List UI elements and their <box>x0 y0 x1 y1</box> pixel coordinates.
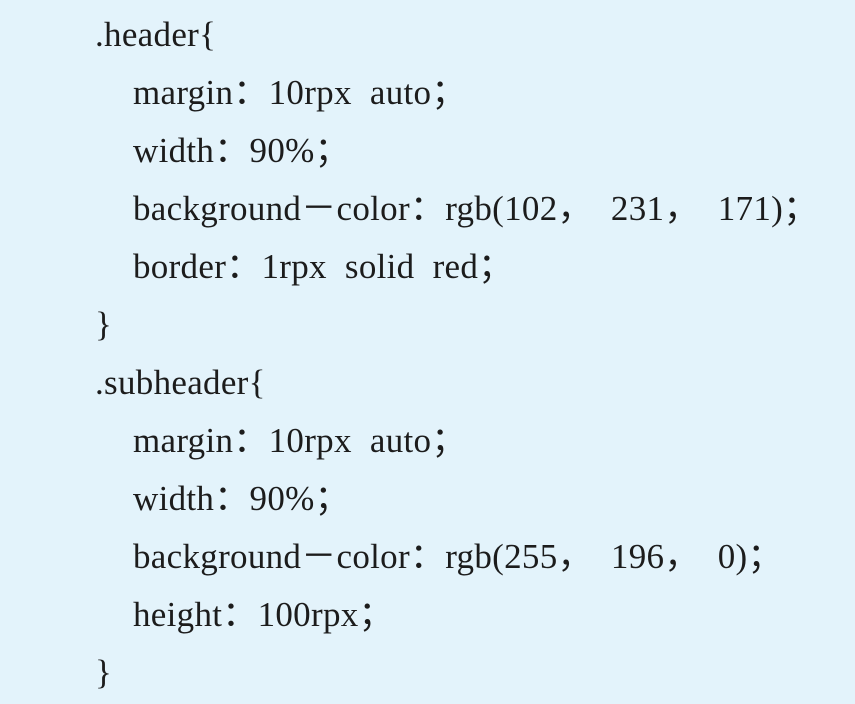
header-margin-declaration: margin：10rpx auto； <box>133 73 467 112</box>
subheader-margin-declaration: margin：10rpx auto； <box>133 421 467 460</box>
subheader-height-declaration: height：100rpx； <box>133 595 394 634</box>
selector-subheader-line: .subheader{ <box>95 363 266 402</box>
subheader-width-declaration: width：90%； <box>133 479 350 518</box>
selector-header-line: .header{ <box>95 15 217 54</box>
header-border-declaration: border：1rpx solid red； <box>133 247 514 286</box>
subheader-closing-brace: } <box>95 653 113 692</box>
header-background-color-declaration: background－color：rgb(102， 231， 171)； <box>133 189 819 228</box>
css-code-block: .header{ margin：10rpx auto； width：90%； b… <box>95 6 818 702</box>
header-closing-brace: } <box>95 305 113 344</box>
header-width-declaration: width：90%； <box>133 131 350 170</box>
subheader-background-color-declaration: background－color：rgb(255， 196， 0)； <box>133 537 783 576</box>
